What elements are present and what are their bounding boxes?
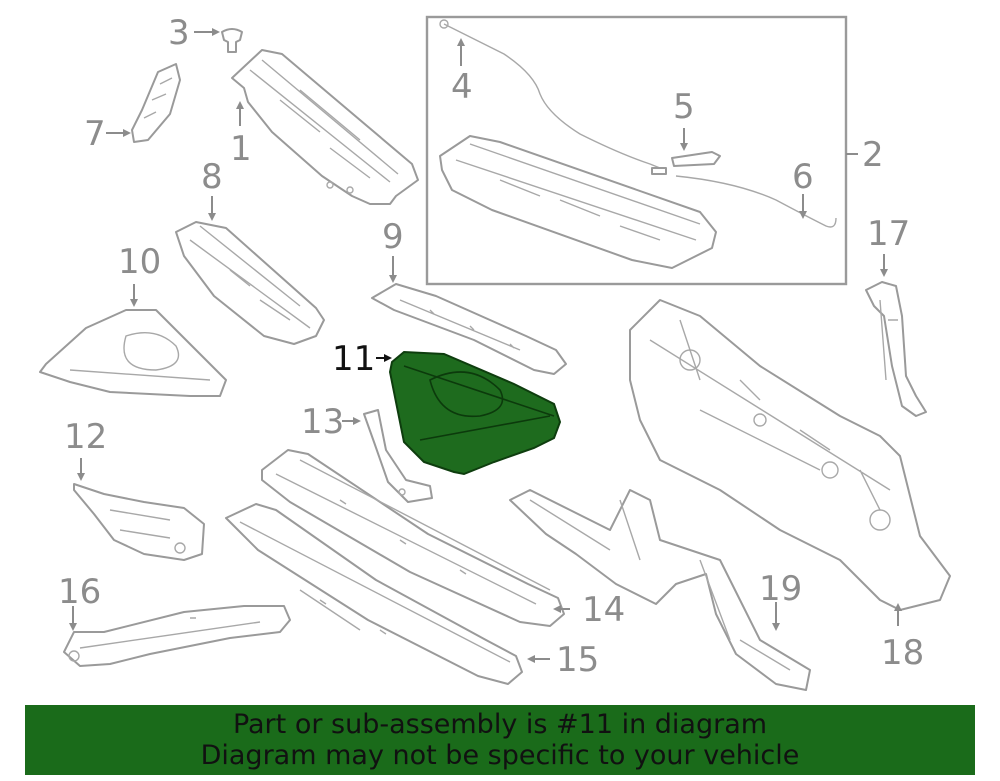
banner-line-2: Diagram may not be specific to your vehi…	[200, 740, 800, 771]
part-8-reinforcement	[175, 221, 325, 345]
part-18-dash-panel	[629, 299, 951, 611]
part-5-connector	[651, 151, 721, 175]
callout-10: 10	[118, 242, 161, 282]
part-11-insulator	[388, 350, 562, 476]
callout-11: 11	[332, 339, 375, 379]
part-10-panel	[39, 309, 227, 397]
callout-17: 17	[867, 214, 910, 254]
part-4-hose	[439, 19, 661, 169]
callout-7: 7	[84, 114, 106, 154]
part-6-hose	[675, 175, 837, 228]
parts-diagram: 3 7 1 2 4 5 6	[39, 13, 951, 691]
callout-18: 18	[881, 633, 924, 673]
part-16-rail	[63, 605, 291, 667]
callout-15: 15	[556, 640, 599, 680]
part-12-bracket	[73, 483, 205, 561]
part-13-bracket	[363, 409, 433, 503]
part-15-member	[225, 503, 523, 685]
assembly-2-cowl-panel	[439, 135, 717, 269]
callout-16: 16	[58, 572, 101, 612]
callout-14: 14	[582, 590, 625, 630]
part-3-clip	[221, 28, 243, 53]
banner-line-1: Part or sub-assembly is #11 in diagram	[232, 709, 768, 740]
part-9-bracket	[371, 283, 567, 375]
callout-6: 6	[792, 157, 814, 197]
part-1-cowl-panel	[231, 49, 419, 205]
part-17-brace	[865, 281, 927, 417]
callout-3: 3	[168, 13, 190, 53]
callout-5: 5	[673, 87, 695, 127]
part-14-member	[261, 449, 565, 627]
callout-9: 9	[382, 217, 404, 257]
callout-2: 2	[862, 135, 884, 175]
info-banner: Part or sub-assembly is #11 in diagram D…	[25, 705, 975, 775]
callout-12: 12	[64, 417, 107, 457]
callout-1: 1	[230, 129, 252, 169]
callout-4: 4	[451, 67, 473, 107]
part-19-frame	[509, 489, 811, 691]
callout-19: 19	[759, 569, 802, 609]
callout-13: 13	[301, 402, 344, 442]
callout-8: 8	[201, 157, 223, 197]
assembly-2-box	[425, 15, 848, 286]
part-7-bracket	[131, 63, 181, 143]
